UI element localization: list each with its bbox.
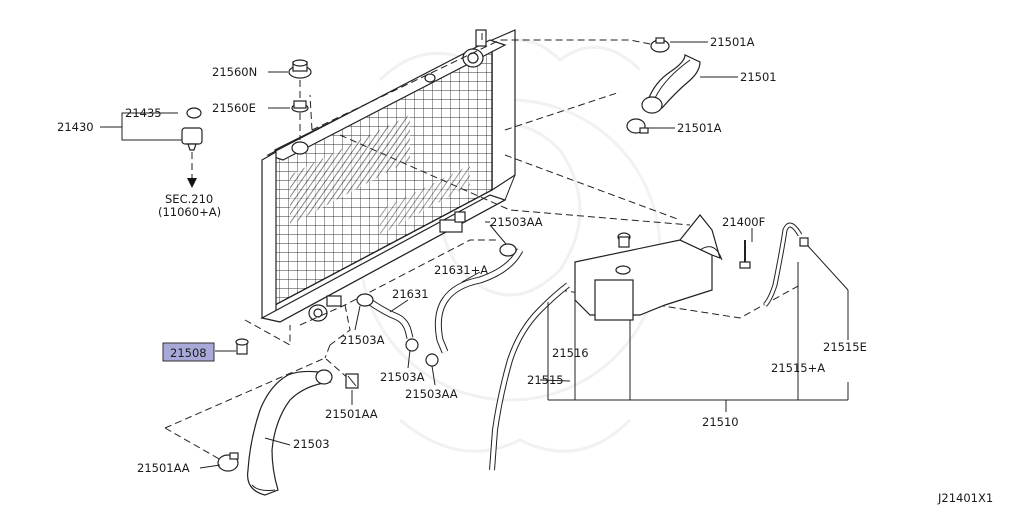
label-21503[interactable]: 21503	[293, 437, 330, 451]
hose-clamp-21503A-left[interactable]	[356, 293, 374, 307]
label-21501AA-bot[interactable]: 21501AA	[137, 461, 190, 475]
label-21503A-left[interactable]: 21503A	[340, 333, 385, 347]
label-21435[interactable]: 21435	[125, 106, 162, 120]
reservoir-hose[interactable]	[489, 282, 570, 471]
bypass-hose-lower[interactable]	[368, 299, 414, 339]
diagram-code: J21401X1	[937, 491, 993, 505]
label-21501A-top[interactable]: 21501A	[710, 35, 755, 49]
label-21515A[interactable]: 21515+A	[771, 361, 825, 375]
label-21510[interactable]: 21510	[702, 415, 739, 429]
hose-clamp-21503A-mid[interactable]	[405, 338, 419, 352]
label-21400F[interactable]: 21400F	[722, 215, 765, 229]
label-21501A-mid[interactable]: 21501A	[677, 121, 722, 135]
hose-clamp-upper-bottom[interactable]	[626, 118, 649, 134]
hose-clamp-21503AA-bot[interactable]	[425, 353, 439, 367]
lower-radiator-hose[interactable]	[247, 369, 333, 496]
label-21430[interactable]: 21430	[57, 120, 94, 134]
label-21560N[interactable]: 21560N	[212, 65, 257, 79]
label-21501AA-mid[interactable]: 21501AA	[325, 407, 378, 421]
radiator-cap[interactable]	[288, 59, 312, 79]
sec-ref-line2: (11060+A)	[158, 205, 221, 219]
sec-arrow	[187, 152, 197, 188]
hose-clamp-21503AA-top[interactable]	[499, 243, 517, 257]
label-21503AA-top[interactable]: 21503AA	[490, 215, 543, 229]
label-21516[interactable]: 21516	[552, 346, 589, 360]
label-21515[interactable]: 21515	[527, 373, 564, 387]
label-21631[interactable]: 21631	[392, 287, 429, 301]
label-21501[interactable]: 21501	[740, 70, 777, 84]
label-21503AA-bot[interactable]: 21503AA	[405, 387, 458, 401]
highlighted-part-21508[interactable]: 21508	[162, 342, 215, 362]
label-21560E[interactable]: 21560E	[212, 101, 256, 115]
part-labels: 21501A 21501 21501A 21560N 21560E 21435 …	[57, 35, 867, 475]
drain-cock-seal[interactable]	[186, 107, 202, 119]
sec-ref-line1[interactable]: SEC.210	[165, 192, 213, 206]
radiator-lower-outlet	[308, 295, 342, 322]
upper-radiator-hose[interactable]	[641, 54, 701, 114]
radiator-core[interactable]	[260, 29, 516, 323]
drain-plug[interactable]	[181, 127, 203, 151]
label-21631A[interactable]: 21631+A	[434, 263, 488, 277]
hose-clamp-21501AA-mid[interactable]	[345, 373, 359, 389]
reservoir-tank[interactable]	[574, 214, 723, 321]
assembly-guide-lines	[164, 30, 801, 469]
cap-seal[interactable]	[291, 100, 309, 113]
bypass-hose-upper[interactable]	[434, 248, 524, 354]
drain-cock[interactable]	[235, 338, 249, 355]
label-21508[interactable]: 21508	[170, 346, 207, 360]
hose-clamp-upper-top[interactable]	[650, 37, 670, 53]
label-21503A-mid[interactable]: 21503A	[380, 370, 425, 384]
hose-clamp-21501AA-bot[interactable]	[217, 452, 239, 472]
label-leader-lines	[100, 41, 849, 469]
reservoir-bolt[interactable]	[739, 240, 751, 269]
label-21515E[interactable]: 21515E	[823, 340, 867, 354]
overflow-hose[interactable]	[763, 222, 809, 307]
